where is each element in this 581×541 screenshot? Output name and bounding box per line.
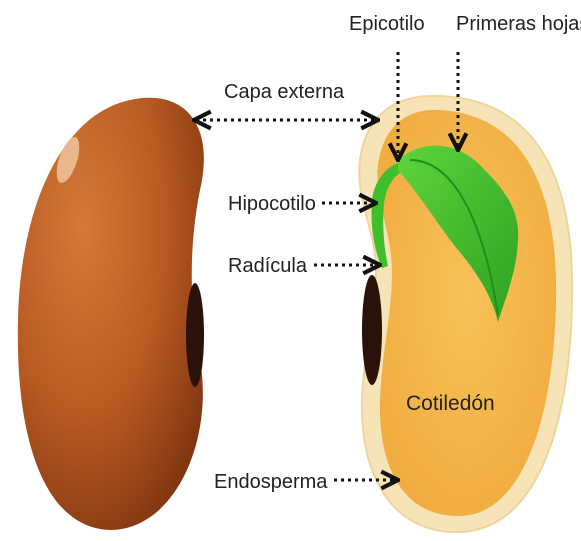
whole-seed	[18, 98, 204, 530]
seed-coat-label: Capa externa	[224, 81, 345, 103]
epicotyl-label: Epicotilo	[349, 13, 425, 35]
hypocotyl-label: Hipocotilo	[228, 193, 316, 215]
hilum-inner	[362, 275, 382, 385]
endosperm-label: Endosperma	[214, 471, 328, 493]
open-seed	[359, 96, 572, 532]
cotyledon-label: Cotiledón	[406, 392, 495, 415]
hilum	[186, 283, 204, 387]
bean-seed-icon	[18, 98, 204, 530]
radicle-label: Radícula	[228, 255, 308, 277]
first-leaves-label: Primeras hojas	[456, 13, 581, 35]
